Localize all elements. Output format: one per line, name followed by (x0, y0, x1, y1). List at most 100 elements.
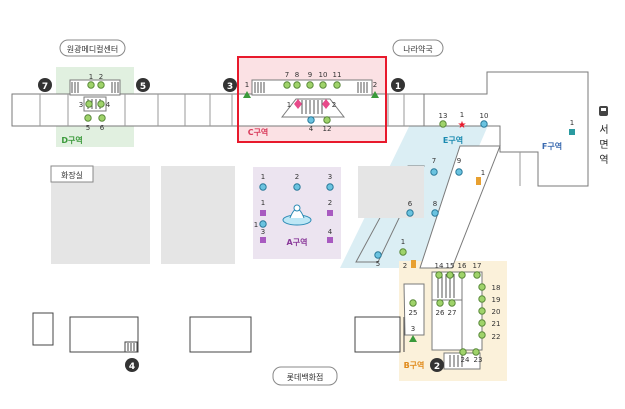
zone-a-spot-3b[interactable]: 3 (260, 228, 266, 243)
zone-c-spot-4[interactable]: 4 (307, 116, 315, 133)
zone-d-spot-2[interactable]: 2 (97, 73, 105, 89)
exit-2-marker[interactable]: 2 (430, 358, 444, 372)
zone-e-spot-8[interactable]: 8 (431, 200, 439, 217)
zone-b-spot-23[interactable]: 23 (472, 348, 483, 364)
zone-c-spot-7[interactable]: 7 (283, 71, 291, 89)
zone-b-spot-26[interactable]: 26 (436, 299, 445, 317)
svg-text:8: 8 (433, 200, 437, 208)
zone-b-spot-22[interactable]: 22 (478, 331, 501, 341)
zone-e-spot-13[interactable]: 13 (439, 112, 448, 128)
zone-b-spot-17[interactable]: 17 (473, 262, 482, 279)
zone-a-spot-1c[interactable]: 1 (254, 220, 267, 229)
zone-d-spot-6[interactable]: 6 (98, 114, 106, 132)
svg-text:25: 25 (409, 309, 418, 317)
zone-e-spot-5[interactable]: 5 (374, 251, 382, 268)
zone-a-spot-4b[interactable]: 4 (327, 228, 333, 243)
svg-text:9: 9 (457, 157, 461, 165)
zone-e-spot-7[interactable]: 7 (430, 157, 438, 176)
svg-text:1: 1 (261, 199, 265, 207)
exit-5-marker[interactable]: 5 (136, 78, 150, 92)
exit-7-marker[interactable]: 7 (38, 78, 52, 92)
svg-text:4: 4 (106, 101, 111, 109)
svg-text:8: 8 (295, 71, 299, 79)
svg-text:1: 1 (245, 81, 249, 89)
zone-c-triangle-2[interactable]: 2 (371, 81, 379, 98)
svg-text:17: 17 (473, 262, 482, 270)
svg-text:1: 1 (254, 221, 258, 229)
zone-f-label: F구역 (542, 141, 562, 151)
svg-text:5: 5 (376, 260, 380, 268)
svg-text:6: 6 (408, 200, 413, 208)
zone-b-spot-19[interactable]: 19 (478, 295, 501, 304)
bottom-block-3 (189, 316, 252, 353)
zone-f-spot-1[interactable]: 1 (569, 119, 575, 135)
svg-text:2: 2 (99, 73, 103, 81)
zone-c-spot-11[interactable]: 11 (333, 71, 342, 89)
svg-text:26: 26 (436, 309, 445, 317)
block-2 (161, 166, 235, 264)
svg-text:4: 4 (129, 362, 135, 372)
zone-c-spot-12[interactable]: 12 (323, 116, 332, 133)
zone-c-diamond-1[interactable]: 1 (287, 99, 302, 109)
zone-a-spot-1a[interactable]: 1 (259, 173, 267, 191)
fountain-icon (282, 204, 312, 226)
svg-text:20: 20 (492, 308, 501, 316)
station-char-3: 역 (599, 154, 608, 166)
exit-4-marker[interactable]: 4 (125, 358, 139, 372)
zone-d-spot-5[interactable]: 5 (84, 114, 92, 132)
zone-a-spot-2b[interactable]: 2 (327, 199, 333, 216)
zone-e-marker-1[interactable]: 1 (476, 169, 485, 185)
main-corridor (11, 93, 425, 127)
zone-a-label: A구역 (287, 237, 308, 247)
svg-text:6: 6 (100, 124, 105, 132)
zone-e-star[interactable]: ★1 (458, 111, 467, 131)
zone-c-highlight (237, 56, 387, 143)
zone-d-spot-3[interactable]: 3 (79, 100, 93, 109)
exit-3-marker[interactable]: 3 (223, 78, 237, 92)
zone-b-spot-16[interactable]: 16 (458, 262, 467, 279)
zone-b-spot-15[interactable]: 15 (446, 262, 455, 279)
zone-e-marker-2[interactable]: 2 (403, 260, 416, 270)
zone-c-diamond-2[interactable]: 2 (322, 99, 336, 109)
zone-e-spot-10[interactable]: 10 (480, 112, 489, 128)
svg-text:2: 2 (295, 173, 299, 181)
zone-b-spot-21[interactable]: 21 (478, 319, 501, 328)
zone-c-triangle-1[interactable]: 1 (243, 81, 251, 98)
svg-text:11: 11 (333, 71, 342, 79)
zone-a-spot-1b[interactable]: 1 (260, 199, 266, 216)
svg-text:1: 1 (89, 73, 93, 81)
zone-a-spot-3a[interactable]: 3 (326, 173, 334, 191)
zone-b-spot-25[interactable]: 25 (409, 299, 418, 317)
zone-e-spot-9[interactable]: 9 (455, 157, 463, 176)
zone-c-spot-8[interactable]: 8 (293, 71, 301, 89)
zone-a-spot-2a[interactable]: 2 (293, 173, 301, 191)
zone-b-spot-24[interactable]: 24 (459, 348, 470, 364)
zone-c-spot-10[interactable]: 10 (319, 71, 328, 89)
nara-label: 나라약국 (403, 44, 432, 54)
svg-text:3: 3 (328, 173, 332, 181)
zone-b-spot-27[interactable]: 27 (448, 299, 457, 317)
station-char-1: 서 (599, 124, 608, 136)
svg-text:2: 2 (332, 101, 336, 109)
zone-e-spot-1[interactable]: 1 (399, 238, 407, 256)
svg-text:18: 18 (492, 284, 501, 292)
svg-text:16: 16 (458, 262, 467, 270)
svg-text:3: 3 (227, 82, 233, 92)
zone-b-spot-18[interactable]: 18 (478, 283, 501, 292)
svg-text:1: 1 (460, 111, 464, 119)
svg-text:12: 12 (323, 125, 332, 133)
zone-d-spot-1[interactable]: 1 (87, 73, 95, 89)
right-corridor (423, 71, 589, 187)
svg-text:4: 4 (328, 228, 333, 236)
zone-b-spot-20[interactable]: 20 (478, 307, 501, 316)
zone-e-spot-6[interactable]: 6 (406, 200, 414, 217)
svg-text:21: 21 (492, 320, 501, 328)
zone-d-spot-4[interactable]: 4 (97, 100, 111, 109)
svg-text:19: 19 (492, 296, 501, 304)
svg-text:2: 2 (434, 362, 440, 372)
zone-b-spot-14[interactable]: 14 (435, 262, 444, 279)
zone-c-spot-9[interactable]: 9 (306, 71, 314, 89)
svg-text:1: 1 (481, 169, 485, 177)
zone-b-triangle-3[interactable]: 3 (409, 325, 417, 342)
exit-1-marker[interactable]: 1 (391, 78, 405, 92)
